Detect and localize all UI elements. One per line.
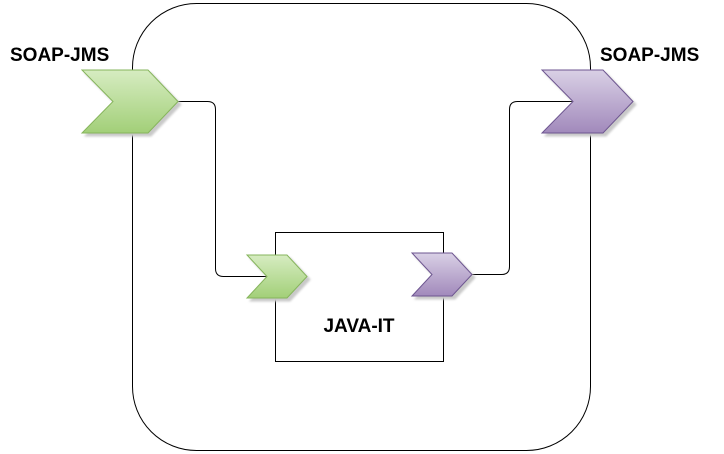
java-it-input-arrow-icon [245,254,308,299]
source-soap-jms-label: SOAP-JMS [10,45,110,66]
connector-outbound-line [472,101,573,275]
connector-inbound-line [178,101,267,277]
java-it-output-arrow-icon [410,252,473,297]
outer-boundary-box [132,3,591,451]
soap-jms-inbound-arrow-icon [80,69,179,134]
java-it-box [275,232,444,362]
java-it-label: JAVA-IT [323,316,395,337]
soap-jms-outbound-arrow-icon [540,69,634,134]
destination-soap-jms-label: SOAP-JMS [600,45,700,66]
